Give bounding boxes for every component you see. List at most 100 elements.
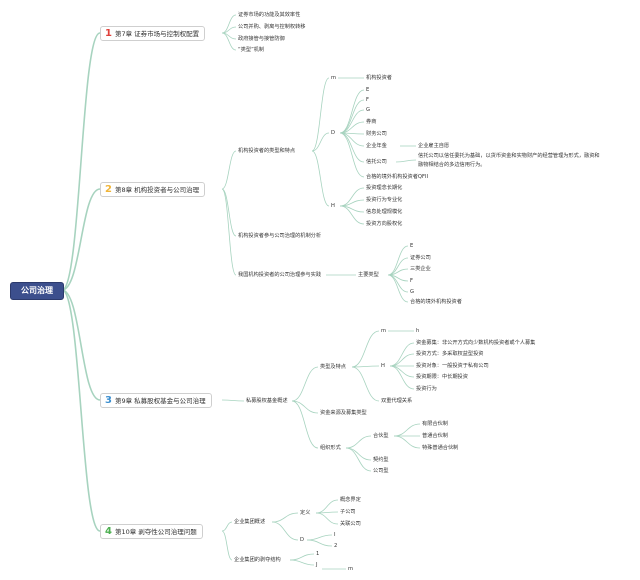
connector-line <box>311 77 330 152</box>
c4-group-node[interactable]: 企业集团概述 <box>234 519 266 525</box>
connector-line <box>315 512 339 525</box>
chapter-10-node[interactable]: 4 第10章 剥夺性公司治理问题 <box>100 524 203 539</box>
connector-line <box>345 435 372 449</box>
c2-practice-node[interactable]: 我国机构投资者的公司治理参与实践 <box>238 272 322 278</box>
c3-h-4[interactable]: 投资期限：中长期投资 <box>416 374 468 380</box>
connector-line <box>291 366 319 402</box>
connector-line <box>291 400 319 449</box>
c3-m-node[interactable]: m <box>381 328 387 334</box>
c2-practice-g[interactable]: G <box>410 289 415 295</box>
c4-d-node[interactable]: D <box>300 537 304 543</box>
c3-org-2[interactable]: 普通合伙制 <box>422 433 448 439</box>
connector-line <box>61 289 101 401</box>
c3-h-5[interactable]: 投资行为 <box>416 386 437 392</box>
c3-types-node[interactable]: 类型及特点 <box>320 364 346 370</box>
c2-types-node[interactable]: 机构投资者的类型和特点 <box>238 148 296 154</box>
c4-struct-3[interactable]: m <box>348 566 354 572</box>
connector-line <box>389 365 415 390</box>
c1-topic-d[interactable]: “类型”机制 <box>238 47 265 53</box>
connector-line <box>339 99 365 134</box>
c4-struct-2[interactable]: J <box>316 562 318 568</box>
chapter-title: 第8章 机构投资者与公司治理 <box>114 185 200 194</box>
c2-practice-2[interactable]: 证券公司 <box>410 255 431 261</box>
c3-m-item[interactable]: h <box>416 328 420 334</box>
c4-d-2[interactable]: 2 <box>334 543 338 549</box>
c2-d-qiye[interactable]: 企业年金 <box>366 143 387 149</box>
c3-source-node[interactable]: 资金来源及募集类型 <box>320 410 367 416</box>
c2-d-caiwu[interactable]: 财务公司 <box>366 131 387 137</box>
connector-line <box>389 353 415 367</box>
chapter-7-node[interactable]: 1 第7章 证券市场与控制权配置 <box>100 26 206 41</box>
c2-d-qfii[interactable]: 合格的境外机构投资者QFII <box>366 174 429 180</box>
c2-d-quan[interactable]: 券商 <box>366 119 377 125</box>
c2-d-f[interactable]: F <box>366 97 369 103</box>
connector-line <box>339 205 365 225</box>
connector-line <box>61 188 101 291</box>
c2-d-xintuo[interactable]: 信托公司 <box>366 159 387 165</box>
c2-mech-node[interactable]: 机构投资者参与公司治理的机制分析 <box>238 233 322 239</box>
c3-gongsi-node[interactable]: 公司型 <box>373 468 389 474</box>
connector-line <box>345 447 372 472</box>
c3-org-1[interactable]: 有限合伙制 <box>422 421 448 427</box>
c2-d-g[interactable]: G <box>366 107 371 113</box>
c2-main-types[interactable]: 主要类型 <box>358 272 379 278</box>
connector-line <box>351 366 380 402</box>
c3-h-1[interactable]: 资金募集：非公开方式向少数机构投资者或个人募集 <box>416 340 536 346</box>
c2-xintuo-note-2[interactable]: 融物相结合的多边信用行为。 <box>418 162 486 168</box>
c4-struct-1[interactable]: 1 <box>316 551 320 557</box>
c4-def-1[interactable]: 概念界定 <box>340 497 361 503</box>
connector-line <box>339 109 365 134</box>
c2-d-node[interactable]: D <box>331 130 335 136</box>
connector-line <box>351 330 380 368</box>
c4-def-node[interactable]: 定义 <box>300 510 311 516</box>
connector-line <box>221 32 237 51</box>
connector-line <box>345 447 372 461</box>
c2-practice-3[interactable]: 三类企业 <box>410 266 431 272</box>
c2-h-4[interactable]: 投资方向股权化 <box>366 221 403 227</box>
connector-line <box>389 365 415 378</box>
c2-practice-f[interactable]: F <box>410 278 413 284</box>
c3-agency[interactable]: 双重代理关系 <box>381 398 413 404</box>
root-node[interactable]: 公司治理 <box>10 282 64 300</box>
connector-line <box>315 499 339 514</box>
c1-topic-a[interactable]: 证券市场的功能及其效率性 <box>238 12 301 18</box>
c3-org-3[interactable]: 特殊普通合伙制 <box>422 445 459 451</box>
connector-line <box>289 553 315 561</box>
c2-m-node[interactable]: m <box>331 75 337 81</box>
c2-d-e[interactable]: E <box>366 87 370 93</box>
c3-h-2[interactable]: 投资方式：多采取权益型投资 <box>416 351 484 357</box>
c1-topic-c[interactable]: 政府接管与接管防御 <box>238 36 285 42</box>
c3-hehuo-node[interactable]: 合伙型 <box>373 433 389 439</box>
c2-h-1[interactable]: 投资理念长期化 <box>366 185 403 191</box>
connector-line <box>221 399 245 402</box>
connector-line <box>387 274 409 303</box>
c2-xintuo-note-1[interactable]: 信托公司以信任委托为基础，以货币资金和实物财产的经营管理为形式，融资和 <box>418 153 600 159</box>
c2-m-item[interactable]: 机构投资者 <box>366 75 392 81</box>
chapter-9-node[interactable]: 3 第9章 私募股权基金与公司治理 <box>100 393 212 408</box>
c2-h-node[interactable]: H <box>331 203 335 209</box>
connector-line <box>351 365 380 368</box>
connector-line <box>221 150 237 190</box>
connector-line <box>306 534 333 541</box>
c2-qiye-note[interactable]: 企业雇主自愿 <box>418 143 450 149</box>
c3-overview-node[interactable]: 私募股权基金概述 <box>246 398 288 404</box>
c4-struct-node[interactable]: 企业集团的剥夺结构 <box>234 557 281 563</box>
c1-topic-b[interactable]: 公司并购、剥离与控制权转移 <box>238 24 306 30</box>
connector-line <box>221 521 233 532</box>
connector-line <box>339 132 365 178</box>
c3-h-3[interactable]: 投资对象：一般投资于私有公司 <box>416 363 489 369</box>
c3-qiyue-node[interactable]: 契约型 <box>373 457 389 463</box>
c4-d-1[interactable]: I <box>334 532 336 538</box>
c2-practice-e[interactable]: E <box>410 243 414 249</box>
c2-h-3[interactable]: 信息处理规模化 <box>366 209 403 215</box>
c2-practice-6[interactable]: 合格的境外机构投资者 <box>410 299 462 305</box>
connector-line <box>221 188 237 276</box>
c3-org-node[interactable]: 组织形式 <box>320 445 341 451</box>
c4-def-2[interactable]: 子公司 <box>340 509 356 515</box>
c4-def-3[interactable]: 关联公司 <box>340 521 361 527</box>
c2-h-2[interactable]: 投资行为专业化 <box>366 197 403 203</box>
connector-line <box>271 521 299 541</box>
c3-h-node[interactable]: H <box>381 363 385 369</box>
chapter-8-node[interactable]: 2 第8章 机构投资者与公司治理 <box>100 182 206 197</box>
